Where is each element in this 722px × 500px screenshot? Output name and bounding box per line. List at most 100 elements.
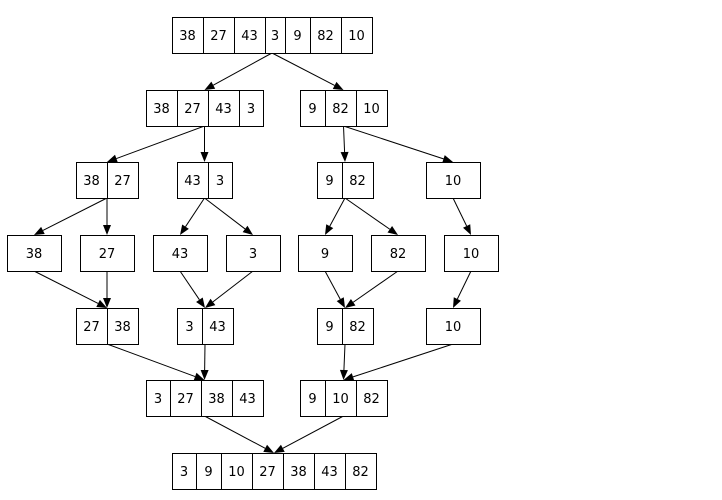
- arrow-line: [352, 343, 454, 378]
- arrow-line: [282, 415, 344, 449]
- arrow-line: [213, 52, 273, 86]
- array-cell-value: 10: [332, 392, 349, 407]
- array-box-n5: 9 82: [317, 162, 374, 199]
- array-cell-value: 10: [445, 174, 462, 189]
- array-box-n12: 82: [371, 235, 426, 272]
- arrowhead-icon: [200, 369, 209, 380]
- array-box-n17: 10: [426, 308, 481, 345]
- array-box-outline: [153, 235, 208, 272]
- array-cell-value: 27: [114, 174, 131, 189]
- arrow-line: [33, 270, 99, 304]
- array-box-outline: [226, 235, 281, 272]
- array-cell-value: 3: [249, 247, 257, 262]
- array-box-n7: 38: [7, 235, 62, 272]
- arrowhead-icon: [196, 297, 205, 308]
- arrow-line: [116, 125, 205, 160]
- array-cell-value: 9: [308, 392, 316, 407]
- arrowhead-icon: [339, 369, 348, 380]
- arrowhead-icon: [180, 224, 189, 235]
- arrowhead-icon: [340, 151, 349, 162]
- arrowhead-icon: [193, 372, 205, 381]
- arrow-line: [42, 197, 108, 231]
- array-box-outline: [371, 235, 426, 272]
- array-cell-value: 9: [308, 102, 316, 117]
- array-cell-value: 3: [180, 465, 188, 480]
- array-cell-value: 43: [321, 465, 338, 480]
- array-cell-value: 10: [445, 320, 462, 335]
- array-cell-value: 9: [321, 247, 329, 262]
- arrow-line: [324, 270, 341, 300]
- array-cell-value: 38: [153, 102, 170, 117]
- arrow-n4-n10: [204, 197, 253, 235]
- array-cell-value: 9: [325, 174, 333, 189]
- array-cell-value: 43: [184, 174, 201, 189]
- arrow-n17-n19: [343, 343, 454, 381]
- arrow-line: [271, 52, 335, 86]
- arrowhead-icon: [345, 298, 356, 308]
- array-box-outline: [172, 453, 377, 490]
- arrowhead-icon: [34, 226, 45, 235]
- arrow-n1-n4: [200, 126, 209, 162]
- array-cell-value: 43: [172, 247, 189, 262]
- array-box-outline: [146, 380, 264, 417]
- arrow-n3-n8: [103, 198, 111, 235]
- arrow-n1-n3: [107, 125, 205, 163]
- array-box-n6: 10: [426, 162, 481, 199]
- array-cell-value: 43: [209, 320, 226, 335]
- array-cell-value: 82: [317, 29, 334, 44]
- array-cell-value: 82: [349, 174, 366, 189]
- array-cell-value: 38: [114, 320, 131, 335]
- array-cell-value: 82: [332, 102, 349, 117]
- array-cell-value: 38: [208, 392, 225, 407]
- arrowhead-icon: [103, 225, 111, 235]
- array-cell-value: 3: [247, 102, 255, 117]
- arrowhead-icon: [442, 155, 453, 163]
- array-box-outline: [300, 90, 388, 127]
- array-cell-value: 27: [259, 465, 276, 480]
- array-box-n10: 3: [226, 235, 281, 272]
- edges-layer: [33, 52, 472, 453]
- arrow-line: [343, 125, 444, 160]
- array-box-n15: 3 43: [177, 308, 234, 345]
- arrow-n3-n7: [34, 197, 108, 235]
- array-cell-value: 3: [271, 29, 279, 44]
- array-cell-value: 38: [290, 465, 307, 480]
- array-cell-value: 3: [185, 320, 193, 335]
- arrowhead-icon: [103, 298, 111, 308]
- arrow-n9-n15: [179, 270, 205, 308]
- array-cell-value: 82: [390, 247, 407, 262]
- array-cell-value: 43: [241, 29, 258, 44]
- arrowhead-icon: [463, 224, 471, 235]
- array-box-outline: [426, 308, 481, 345]
- arrowhead-icon: [263, 444, 274, 453]
- array-cell-value: 10: [463, 247, 480, 262]
- arrow-line: [185, 197, 205, 227]
- array-box-outline: [146, 90, 264, 127]
- arrowhead-icon: [325, 224, 334, 235]
- array-cell-value: 9: [325, 320, 333, 335]
- array-box-outline: [177, 162, 233, 199]
- array-box-outline: [300, 380, 388, 417]
- arrow-n14-n18: [106, 343, 205, 381]
- arrow-line: [452, 197, 468, 227]
- arrow-line: [352, 270, 399, 303]
- arrow-n6-n13: [452, 197, 471, 235]
- array-box-outline: [426, 162, 481, 199]
- arrow-n16-n19: [339, 343, 348, 380]
- arrowhead-icon: [107, 154, 118, 163]
- arrow-line: [456, 270, 472, 300]
- arrowhead-icon: [204, 81, 216, 90]
- arrowhead-icon: [205, 298, 216, 308]
- array-box-outline: [317, 308, 374, 345]
- arrow-n2-n5: [340, 125, 349, 162]
- arrow-n18-n20: [204, 415, 274, 453]
- array-box-outline: [7, 235, 62, 272]
